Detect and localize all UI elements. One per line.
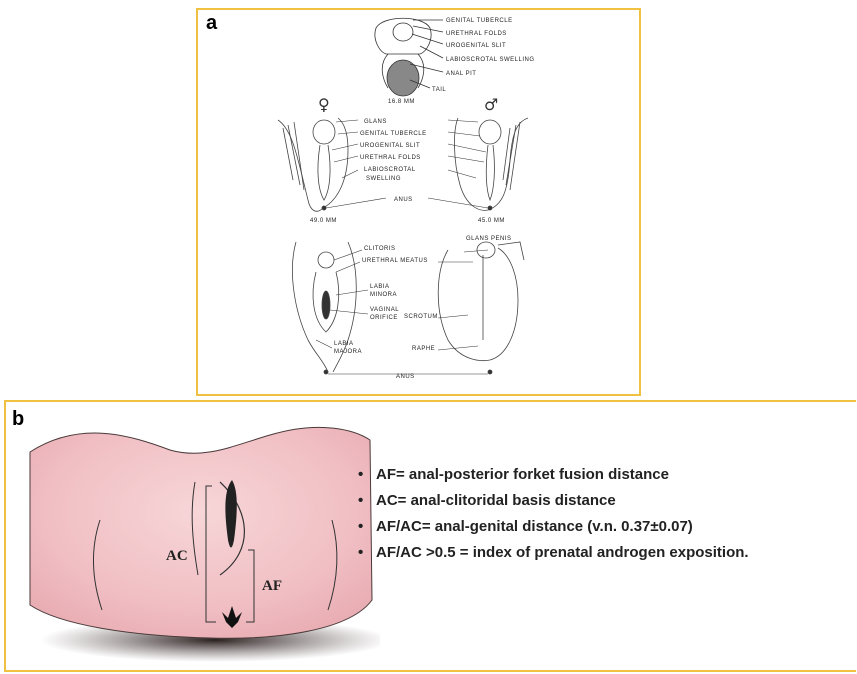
label-labia-minora-1: LABIA [370, 284, 390, 290]
label-labioscrotal-mid: LABIOSCROTAL [364, 167, 416, 173]
af-label: AF [262, 578, 282, 594]
bullet: • [358, 514, 376, 540]
definition-af-ac: •AF/AC= anal-genital distance (v.n. 0.37… [358, 514, 749, 540]
label-anus-bottom: ANUS [396, 374, 415, 380]
label-scrotum: SCROTUM [404, 314, 438, 320]
label-urethral-folds-mid: URETHRAL FOLDS [360, 155, 421, 161]
label-urethral-meatus: URETHRAL MEATUS [362, 258, 428, 264]
definition-ac: •AC= anal-clitoridal basis distance [358, 488, 749, 514]
label-tail: TAIL [432, 87, 446, 93]
definition-text: AF/AC >0.5 = index of prenatal androgen … [376, 544, 749, 561]
label-anus-mid: ANUS [394, 197, 413, 203]
perineum-illustration: AC AF [20, 400, 380, 670]
label-labioscrotal-swelling-top: LABIOSCROTAL SWELLING [446, 57, 535, 63]
label-glans: GLANS [364, 119, 387, 125]
embryology-illustration: GENITAL TUBERCLE URETHRAL FOLDS UROGENIT… [198, 10, 639, 394]
label-vaginal-orifice-2: ORIFICE [370, 315, 398, 321]
label-genital-tubercle-mid: GENITAL TUBERCLE [360, 131, 427, 137]
label-raphe: RAPHE [412, 346, 435, 352]
bullet: • [358, 462, 376, 488]
panel-a: a GENITAL TUBERCLE URETHRAL FOLDS UROGEN… [196, 8, 641, 396]
label-size-top: 16.8 MM [388, 99, 415, 105]
male-symbol: ♂ [484, 95, 498, 114]
label-urethral-folds-top: URETHRAL FOLDS [446, 31, 507, 37]
bullet: • [358, 540, 376, 566]
label-vaginal-orifice-1: VAGINAL [370, 307, 399, 313]
definition-index: •AF/AC >0.5 = index of prenatal androgen… [358, 540, 749, 566]
label-genital-tubercle-top: GENITAL TUBERCLE [446, 18, 513, 24]
bullet: • [358, 488, 376, 514]
definition-text: AF= anal-posterior forket fusion distanc… [376, 466, 669, 483]
label-anal-pit: ANAL PIT [446, 71, 476, 77]
label-clitoris: CLITORIS [364, 246, 396, 252]
middle-female-figure [278, 118, 348, 211]
skin-area [30, 427, 372, 638]
label-glans-penis: GLANS PENIS [466, 236, 512, 242]
label-size-right: 45.0 MM [478, 218, 505, 224]
label-labia-majora-1: LABIA [334, 341, 354, 347]
middle-male-figure [454, 118, 528, 210]
female-symbol: ♀ [318, 95, 330, 114]
definition-text: AC= anal-clitoridal basis distance [376, 492, 616, 509]
early-stage-figure [375, 18, 443, 96]
definitions-list: •AF= anal-posterior forket fusion distan… [358, 462, 749, 566]
label-labia-majora-2: MAJORA [334, 349, 362, 355]
label-swelling-mid: SWELLING [366, 176, 401, 182]
label-size-left: 49.0 MM [310, 218, 337, 224]
label-urogenital-slit-mid: UROGENITAL SLIT [360, 143, 420, 149]
label-urogenital-slit-top: UROGENITAL SLIT [446, 43, 506, 49]
label-labia-minora-2: MINORA [370, 292, 397, 298]
definition-text: AF/AC= anal-genital distance (v.n. 0.37±… [376, 518, 693, 535]
definition-af: •AF= anal-posterior forket fusion distan… [358, 462, 749, 488]
ac-label: AC [166, 548, 188, 564]
